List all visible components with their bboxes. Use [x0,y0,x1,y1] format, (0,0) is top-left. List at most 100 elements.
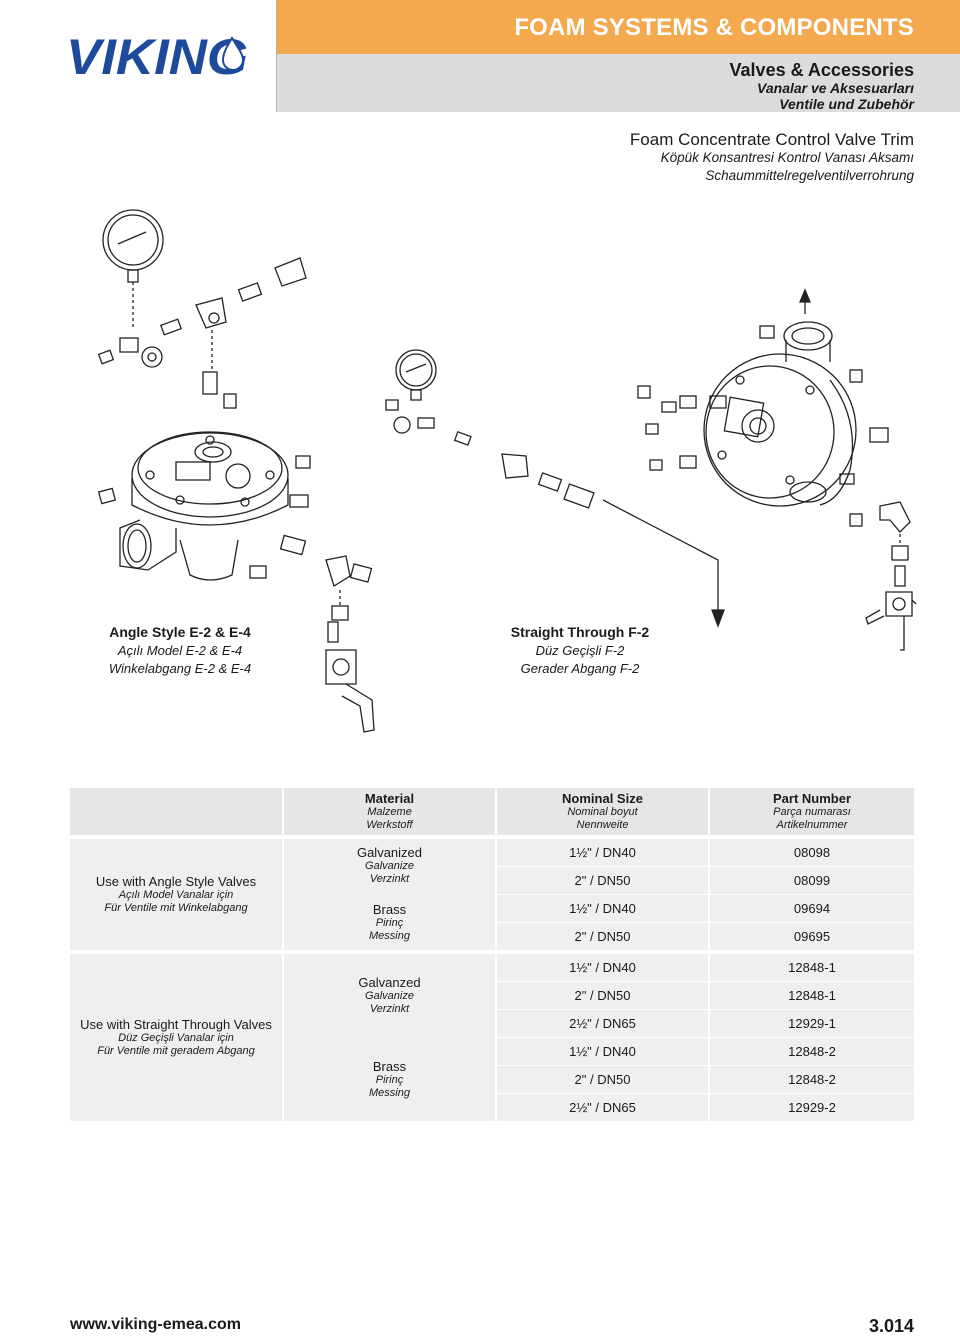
table-row: 2" / DN50 12848-1 [70,981,914,1010]
banner-title: FOAM SYSTEMS & COMPONENTS [514,14,914,41]
part-cell: 08099 [708,866,914,895]
doc-title: Foam Concentrate Control Valve Trim [629,130,914,149]
header-part-en: Part Number [772,791,852,806]
material-straight-brass-tr: Pirinç [375,1073,404,1086]
group-angle: Use with Angle Style Valves Açılı Model … [70,838,283,950]
header-divider [276,0,277,112]
part-cell: 12848-2 [708,1037,914,1066]
group-angle-en: Use with Angle Style Valves [95,873,257,889]
part-cell: 08098 [708,838,914,867]
table-row: 2½" / DN65 12929-2 [70,1093,914,1121]
group-angle-tr: Açılı Model Vanalar için [118,888,234,901]
size-cell: 2" / DN50 [495,922,709,950]
table-row: Use with Straight Through Valves Düz Geç… [70,953,914,1121]
table-row: 2" / DN50 12848-2 [70,1065,914,1094]
material-straight-galv: Galvanzed Galvanize Verzinkt [282,953,496,1038]
logo-wordmark: VIKING [66,29,248,85]
section-title-de: Ventile und Zubehör [779,96,914,112]
group-straight-tr: Düz Geçişli Vanalar için [118,1031,234,1044]
table-row: 2" / DN50 09695 [70,922,914,950]
part-number-table: Material Malzeme Werkstoff Nominal Size … [70,788,914,1121]
banner: FOAM SYSTEMS & COMPONENTS [277,0,960,54]
viking-logo: VIKING [66,29,248,85]
size-cell: 1½" / DN40 [495,838,709,867]
table-row: 2" / DN50 08099 [70,866,914,895]
water-drop-icon [221,36,245,72]
material-straight-brass: Brass Pirinç Messing [282,1037,496,1121]
part-cell: 12848-2 [708,1065,914,1094]
pressure-gauge-center [385,349,595,509]
size-cell: 2" / DN50 [495,981,709,1010]
material-angle-brass-en: Brass [372,901,407,917]
material-straight-brass-en: Brass [372,1058,407,1074]
header-part-de: Artikelnummer [776,819,848,831]
size-cell: 2" / DN50 [495,1065,709,1094]
table-row: Brass Pirinç Messing 1½" / DN40 09694 [70,894,914,950]
caption-angle-tr: Açılı Model E-2 & E-4 [117,643,243,658]
header-size-de: Nennweite [576,819,629,831]
size-cell: 1½" / DN40 [495,953,709,982]
caption-straight: Straight Through F-2 Düz Geçişli F-2 Ger… [470,624,690,676]
caption-straight-de: Gerader Abgang F-2 [520,661,640,676]
size-cell: 2½" / DN65 [495,1093,709,1121]
group-straight-de: Für Ventile mit geradem Abgang [97,1044,255,1057]
material-straight-galv-en: Galvanzed [358,975,421,990]
group-straight: Use with Straight Through Valves Düz Geç… [70,953,283,1121]
section-title: Valves & Accessories [729,60,914,80]
material-angle-brass: Brass Pirinç Messing [282,894,496,950]
material-straight-galv-de: Verzinkt [369,1003,410,1015]
doc-title-tr: Köpük Konsantresi Kontrol Vanası Aksamı [660,150,914,165]
part-cell: 09695 [708,922,914,950]
material-straight-galv-tr: Galvanize [365,990,414,1002]
section-title-tr: Vanalar ve Aksesuarları [757,80,914,96]
header-material: Material Malzeme Werkstoff [282,788,496,835]
size-cell: 2½" / DN65 [495,1009,709,1038]
caption-angle-title: Angle Style E-2 & E-4 [109,624,251,640]
header-material-tr: Malzeme [367,806,412,818]
header-material-en: Material [364,791,415,806]
valve-trim-illustration [97,209,917,733]
page-number: 3.014 [868,1316,914,1336]
header-part: Part Number Parça numarası Artikelnummer [708,788,914,835]
part-cell: 09694 [708,894,914,923]
material-angle-galv-tr: Galvanize [365,859,414,872]
footer-url[interactable]: www.viking-emea.com [70,1316,242,1333]
header-size: Nominal Size Nominal boyut Nennweite [495,788,709,835]
foam-line [602,288,811,628]
header-empty [70,788,283,835]
logo-area: VIKING [0,0,276,112]
header-material-de: Werkstoff [366,819,413,831]
header-part-tr: Parça numarası [773,806,851,818]
size-cell: 1½" / DN40 [495,894,709,923]
table-row: 2½" / DN65 12929-1 [70,1009,914,1038]
table-header-row: Material Malzeme Werkstoff Nominal Size … [70,788,914,835]
caption-straight-tr: Düz Geçişli F-2 [535,643,625,658]
part-cell: 12929-2 [708,1093,914,1121]
table-row: Use with Angle Style Valves Açılı Model … [70,838,914,950]
doc-title-de: Schaummittelregelventilverrohrung [705,168,914,183]
caption-straight-title: Straight Through F-2 [510,624,650,640]
header-size-tr: Nominal boyut [567,806,638,818]
part-cell: 12929-1 [708,1009,914,1038]
straight-valve-body [637,321,917,651]
part-cell: 12848-1 [708,981,914,1010]
angle-valve-body [97,431,375,733]
size-cell: 1½" / DN40 [495,1037,709,1066]
caption-angle: Angle Style E-2 & E-4 Açılı Model E-2 & … [70,624,290,676]
material-angle-brass-tr: Pirinç [375,916,404,929]
material-straight-brass-de: Messing [369,1086,410,1099]
fittings-left [97,257,307,409]
table-row: Brass Pirinç Messing 1½" / DN40 12848-2 [70,1037,914,1121]
group-straight-en: Use with Straight Through Valves [80,1016,272,1032]
size-cell: 2" / DN50 [495,866,709,895]
material-angle-galv-de: Verzinkt [369,872,410,885]
header-size-en: Nominal Size [562,791,643,806]
material-angle-brass-de: Messing [369,929,410,942]
material-angle-galv-en: Galvanized [356,844,423,860]
pressure-gauge-left [102,209,164,330]
material-angle-galv: Galvanized Galvanize Verzinkt [282,838,496,895]
subheader [277,54,960,112]
caption-angle-de: Winkelabgang E-2 & E-4 [108,661,252,676]
part-cell: 12848-1 [708,953,914,982]
group-angle-de: Für Ventile mit Winkelabgang [104,901,248,914]
